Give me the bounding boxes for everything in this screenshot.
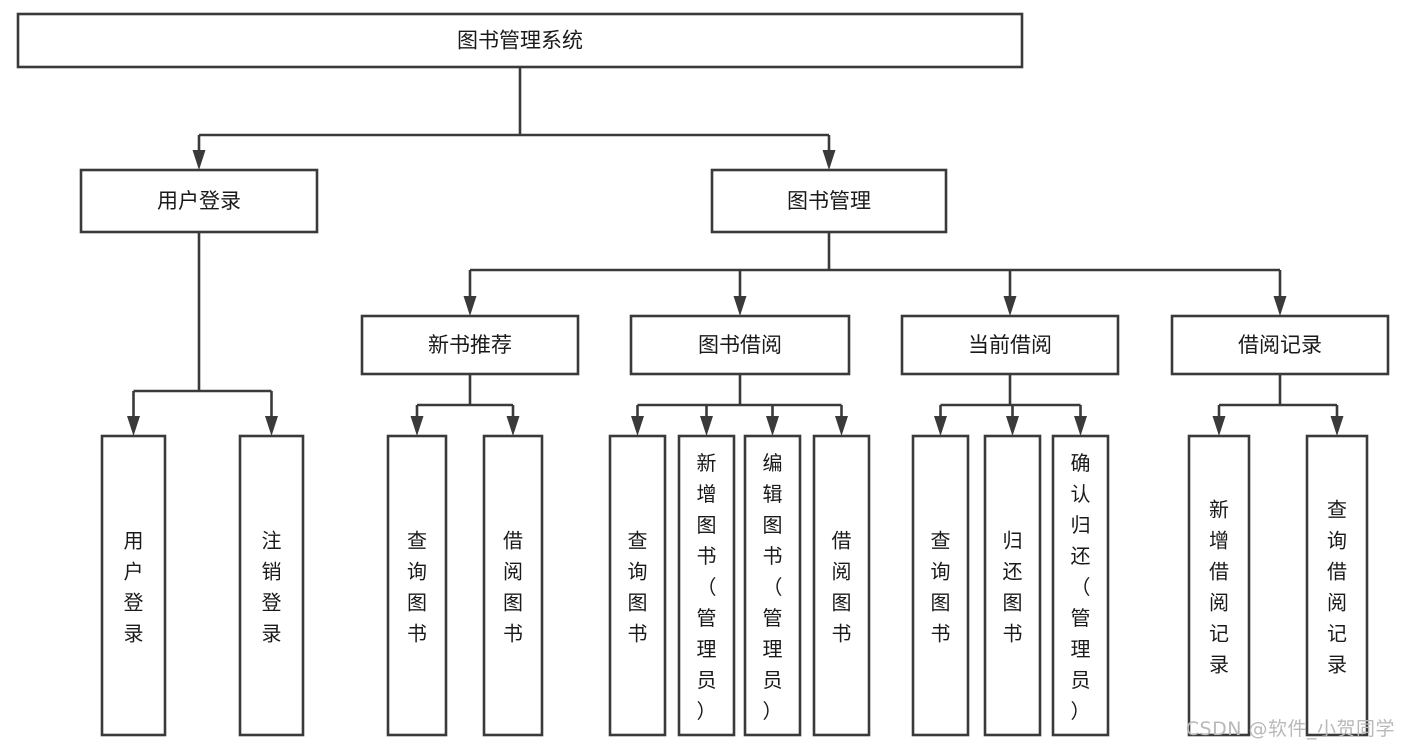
arrow-head-icon <box>733 296 747 316</box>
node-leaf-add-record[interactable]: 新增借阅记录 <box>1187 434 1251 737</box>
edge-group-book-borrow <box>631 374 848 436</box>
node-leaf-user-login-label: 用户登录 <box>124 529 144 646</box>
node-user-login-label: 用户登录 <box>157 189 241 213</box>
node-leaf-borrow-book-2[interactable]: 借阅图书 <box>812 434 871 737</box>
arrow-head-icon <box>410 416 424 436</box>
node-new-book-rec-label: 新书推荐 <box>428 333 512 357</box>
arrow-head-icon <box>506 416 520 436</box>
edge-group-root <box>192 67 836 170</box>
node-user-login-box[interactable] <box>79 168 319 234</box>
node-leaf-return-book-box[interactable] <box>983 434 1042 737</box>
node-leaf-add-book-label: 新增图书（管理员） <box>697 451 717 723</box>
node-leaf-confirm-return-label: 确认归还（管理员） <box>1071 451 1091 723</box>
edge-group-new-book-rec <box>410 374 520 436</box>
node-leaf-edit-book-label: 编辑图书（管理员） <box>763 451 783 723</box>
node-root-label: 图书管理系统 <box>457 29 583 53</box>
node-leaf-query-record[interactable]: 查询借阅记录 <box>1305 434 1369 737</box>
edge-group-book-manage <box>463 232 1287 316</box>
nodes-layer: 图书管理系统用户登录图书管理新书推荐图书借阅当前借阅借阅记录用户登录注销登录查询… <box>16 12 1390 737</box>
edge-group-borrow-record <box>1212 374 1344 436</box>
node-leaf-confirm-return[interactable]: 确认归还（管理员） <box>1051 434 1110 737</box>
edge-group-user-login <box>127 232 278 436</box>
arrow-head-icon <box>127 416 140 436</box>
node-leaf-query-book-3[interactable]: 查询图书 <box>911 434 970 737</box>
node-leaf-query-book-2[interactable]: 查询图书 <box>608 434 667 737</box>
node-leaf-return-book-label: 归还图书 <box>1003 529 1023 646</box>
node-leaf-add-record-box[interactable] <box>1187 434 1251 737</box>
node-leaf-query-book-1-label: 查询图书 <box>407 529 427 646</box>
arrow-head-icon <box>1330 416 1344 436</box>
node-current-borrow-label: 当前借阅 <box>968 333 1052 357</box>
edges-layer <box>127 67 1344 436</box>
arrow-head-icon <box>1074 416 1087 436</box>
node-borrow-record-label: 借阅记录 <box>1238 333 1322 357</box>
arrow-head-icon <box>822 150 836 170</box>
node-leaf-query-book-3-label: 查询图书 <box>931 529 951 646</box>
arrow-head-icon <box>1273 296 1287 316</box>
node-leaf-return-book[interactable]: 归还图书 <box>983 434 1042 737</box>
arrow-head-icon <box>265 416 278 436</box>
node-leaf-query-book-2-box[interactable] <box>608 434 667 737</box>
node-current-borrow-box[interactable] <box>900 314 1120 376</box>
arrow-head-icon <box>1003 296 1017 316</box>
arrow-head-icon <box>835 416 848 436</box>
node-leaf-logout-login-box[interactable] <box>238 434 305 737</box>
node-leaf-query-record-box[interactable] <box>1305 434 1369 737</box>
node-book-borrow[interactable]: 图书借阅 <box>629 314 851 376</box>
node-leaf-user-login[interactable]: 用户登录 <box>100 434 167 737</box>
node-leaf-borrow-book-1-label: 借阅图书 <box>503 529 523 646</box>
node-book-manage-box[interactable] <box>710 168 948 234</box>
node-borrow-record-box[interactable] <box>1170 314 1390 376</box>
node-leaf-edit-book-box[interactable] <box>743 434 802 737</box>
node-book-manage[interactable]: 图书管理 <box>710 168 948 234</box>
arrow-head-icon <box>192 150 206 170</box>
node-leaf-user-login-box[interactable] <box>100 434 167 737</box>
node-leaf-add-book-box[interactable] <box>677 434 736 737</box>
arrow-head-icon <box>1212 416 1226 436</box>
node-leaf-query-record-label: 查询借阅记录 <box>1327 498 1347 677</box>
arrow-head-icon <box>631 416 644 436</box>
node-book-borrow-label: 图书借阅 <box>698 333 782 357</box>
node-current-borrow[interactable]: 当前借阅 <box>900 314 1120 376</box>
node-leaf-confirm-return-box[interactable] <box>1051 434 1110 737</box>
node-leaf-add-record-label: 新增借阅记录 <box>1209 498 1229 677</box>
node-leaf-edit-book[interactable]: 编辑图书（管理员） <box>743 434 802 737</box>
node-book-manage-label: 图书管理 <box>787 189 871 213</box>
node-leaf-add-book[interactable]: 新增图书（管理员） <box>677 434 736 737</box>
node-borrow-record[interactable]: 借阅记录 <box>1170 314 1390 376</box>
node-new-book-rec[interactable]: 新书推荐 <box>360 314 580 376</box>
node-leaf-query-book-2-label: 查询图书 <box>628 529 648 646</box>
arrow-head-icon <box>700 416 713 436</box>
node-leaf-borrow-book-2-label: 借阅图书 <box>832 529 852 646</box>
node-leaf-query-book-1[interactable]: 查询图书 <box>386 434 448 737</box>
node-root-box[interactable] <box>16 12 1024 69</box>
arrow-head-icon <box>1006 416 1019 436</box>
node-leaf-borrow-book-2-box[interactable] <box>812 434 871 737</box>
node-new-book-rec-box[interactable] <box>360 314 580 376</box>
node-book-borrow-box[interactable] <box>629 314 851 376</box>
node-leaf-borrow-book-1[interactable]: 借阅图书 <box>482 434 544 737</box>
arrow-head-icon <box>766 416 779 436</box>
node-leaf-logout-login[interactable]: 注销登录 <box>238 434 305 737</box>
node-root[interactable]: 图书管理系统 <box>16 12 1024 69</box>
arrow-head-icon <box>463 296 477 316</box>
node-leaf-logout-login-label: 注销登录 <box>262 529 282 646</box>
edge-group-current-borrow <box>934 374 1087 436</box>
node-user-login[interactable]: 用户登录 <box>79 168 319 234</box>
node-leaf-borrow-book-1-box[interactable] <box>482 434 544 737</box>
arrow-head-icon <box>934 416 947 436</box>
node-leaf-query-book-3-box[interactable] <box>911 434 970 737</box>
node-leaf-query-book-1-box[interactable] <box>386 434 448 737</box>
